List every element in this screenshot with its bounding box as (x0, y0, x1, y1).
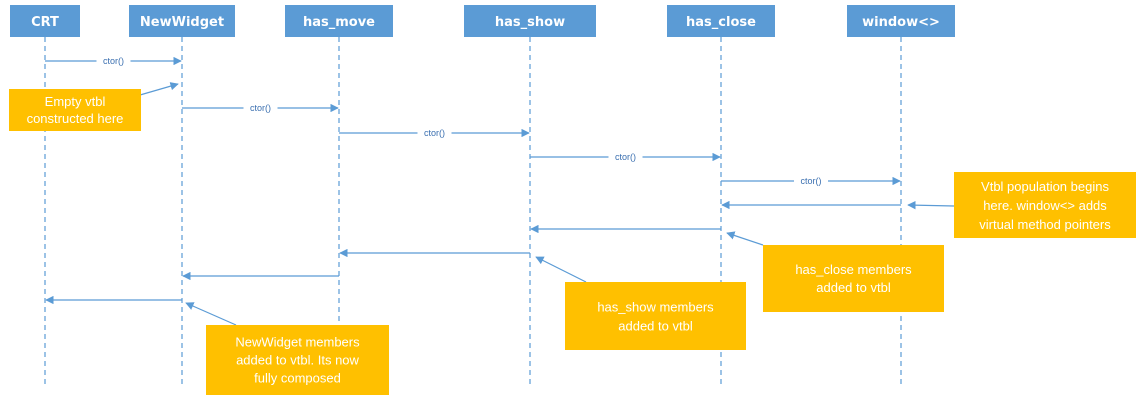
message-label-bg (243, 102, 278, 113)
participant-has_move: has_move (285, 5, 393, 37)
participant-label: has_close (686, 15, 756, 30)
note-text-line: added to vtbl (816, 280, 891, 295)
note-box (206, 325, 389, 395)
note-box (9, 89, 141, 131)
message-label: ctor() (424, 128, 445, 138)
message-label: ctor() (103, 56, 124, 66)
note-connector-vtbl-population (907, 200, 955, 210)
participant-label: CRT (31, 15, 59, 30)
participant-label: has_show (495, 15, 565, 30)
note-text-line: added to vtbl (618, 318, 693, 333)
participant-box (667, 5, 775, 37)
note-empty-vtbl: Empty vtbl constructed here (9, 89, 141, 131)
note-text-line: added to vtbl. Its now (236, 353, 359, 368)
message-4: ctor() (530, 151, 721, 162)
message-label-bg (96, 55, 131, 66)
note-text-line: constructed here (27, 111, 124, 126)
participant-box (129, 5, 235, 37)
note-box (954, 172, 1136, 238)
note-text-line: fully composed (254, 371, 341, 386)
note-newwidget-members: NewWidget members added to vtbl. Its now f… (206, 325, 389, 395)
participant-label: has_move (303, 15, 375, 30)
message-5: ctor() (721, 175, 901, 186)
message-2: ctor() (182, 102, 339, 113)
message-3: ctor() (339, 127, 530, 138)
note-connector-newwidget-members (185, 302, 237, 326)
participant-box (285, 5, 393, 37)
note-connector-has-close-members (726, 231, 764, 246)
note-text-line: NewWidget members (235, 335, 360, 350)
note-text-line: has_close members (795, 262, 912, 277)
participant-box (464, 5, 596, 37)
participant-has_close: has_close (667, 5, 775, 37)
message-label: ctor() (250, 103, 271, 113)
note-connector-empty-vtbl (139, 82, 179, 96)
note-text-line: Vtbl population begins (981, 179, 1109, 194)
message-label: ctor() (801, 176, 822, 186)
participant-has_show: has_show (464, 5, 596, 37)
participant-box (10, 5, 80, 37)
note-text-line: has_show members (597, 299, 714, 314)
note-has-show-members: has_show members added to vtbl (565, 282, 746, 350)
note-connector-has-show-members (535, 256, 587, 283)
note-box (565, 282, 746, 350)
participant-window: window<> (847, 5, 955, 37)
message-label-bg (794, 175, 828, 186)
message-1: ctor() (45, 55, 182, 66)
note-text-line: Empty vtbl (45, 94, 106, 109)
note-vtbl-population: Vtbl population begins here. window<> add… (954, 172, 1136, 238)
note-box (763, 245, 944, 312)
note-has-close-members: has_close members added to vtbl (763, 245, 944, 312)
message-label: ctor() (615, 152, 636, 162)
message-label-bg (608, 151, 643, 162)
participant-label: window<> (862, 15, 940, 30)
message-label-bg (417, 127, 452, 138)
participant-box (847, 5, 955, 37)
participant-newwidget: NewWidget (129, 5, 235, 37)
note-text-line: virtual method pointers (979, 217, 1111, 232)
participant-crt: CRT (10, 5, 80, 37)
participant-label: NewWidget (140, 15, 224, 30)
note-text-line: here. window<> adds (983, 198, 1107, 213)
